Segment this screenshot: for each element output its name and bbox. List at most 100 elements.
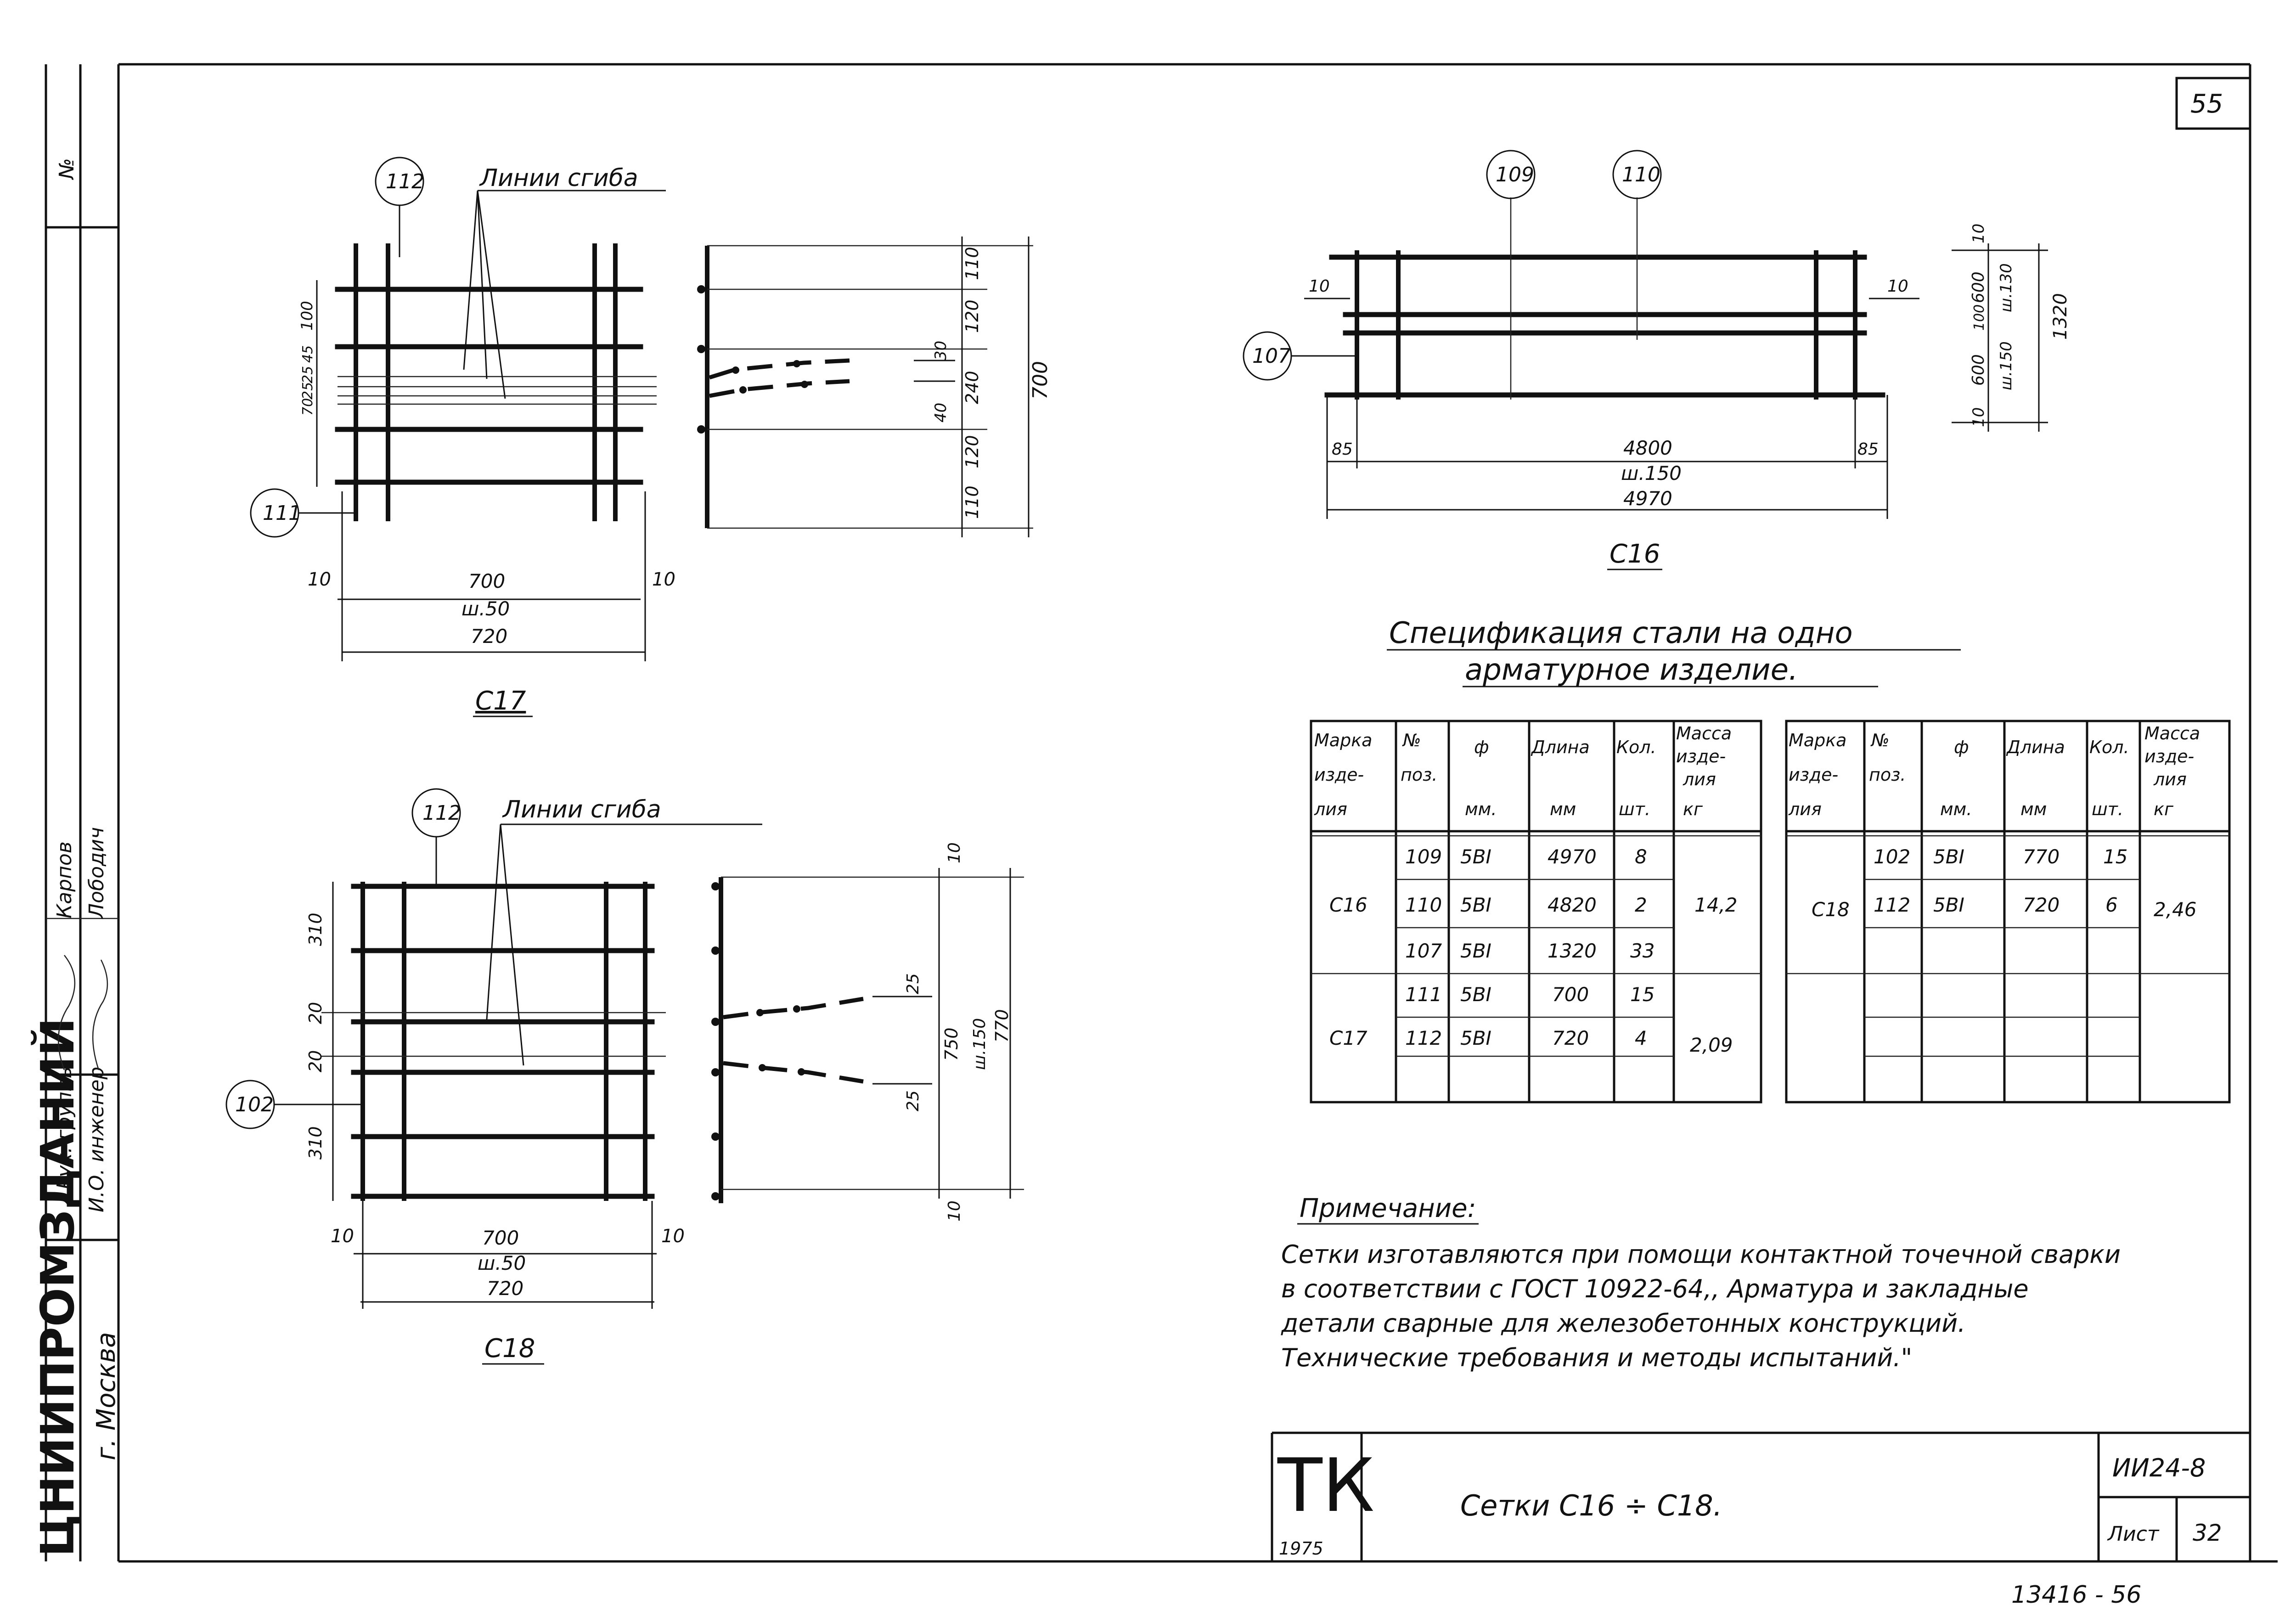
rh-qty-1: Кол. xyxy=(2089,737,2129,757)
spec-section: Спецификация стали на одно арматурное из… xyxy=(1310,616,2231,1104)
side-role-2: И.О. инженер xyxy=(85,1067,108,1212)
rh-pos-2: поз. xyxy=(1869,765,1906,785)
c17-dim-10a: 10 xyxy=(308,569,331,590)
lh-pos-1: № xyxy=(1402,730,1421,750)
rh-len-2: мм xyxy=(2020,799,2047,819)
c16-dim-r600a: 600 xyxy=(1969,271,1988,303)
lh-mass-1: Масса xyxy=(1676,723,1732,744)
l-row2-qty: 2 xyxy=(1635,894,1647,916)
lh-pos-2: поз. xyxy=(1401,765,1437,785)
l-row5-pos: 112 xyxy=(1405,1027,1442,1049)
r-row1-pos: 102 xyxy=(1874,845,1910,868)
r-row1-d: 5ВI xyxy=(1933,845,1964,868)
l-row1-d: 5ВI xyxy=(1460,845,1491,868)
c17-sec-120b: 120 xyxy=(962,435,982,468)
l-row1-pos: 109 xyxy=(1405,845,1442,868)
c17-dim-700: 700 xyxy=(468,570,505,592)
c17-pos-left: 111 xyxy=(263,501,301,525)
note-line-4: Технические требования и методы испытани… xyxy=(1281,1343,1912,1372)
c18-dim-700: 700 xyxy=(482,1227,519,1249)
title-block: ТК 1975 Сетки С16 ÷ С18. ИИ24-8 Лист 32 xyxy=(1271,1431,2250,1561)
tb-sheet-label: Лист xyxy=(2107,1522,2160,1546)
lh-len-2: мм xyxy=(1550,799,1576,819)
side-name-1: Карпов xyxy=(53,841,76,918)
l-row3-qty: 33 xyxy=(1630,940,1654,962)
c18-dim-310b: 310 xyxy=(305,1126,326,1160)
c17-dim-10b: 10 xyxy=(652,569,675,590)
rh-qty-2: шт. xyxy=(2092,799,2123,819)
c16-dim-10-mid: 10 xyxy=(1887,277,1908,296)
rh-mass-2: изде- xyxy=(2144,746,2194,766)
r-row2-mark: С18 xyxy=(1812,898,1850,921)
c16-dim-step: ш.150 xyxy=(1621,462,1682,484)
c16-dim-r-step130: ш.130 xyxy=(1997,263,2015,312)
c16-pos-109: 109 xyxy=(1496,163,1534,186)
c16-dim-4800: 4800 xyxy=(1623,437,1672,459)
l-row5-d: 5ВI xyxy=(1460,1027,1491,1049)
mesh-c16: 109 110 107 10 10 85 4800 ш.150 85 4970 … xyxy=(1243,150,2071,570)
l-mass-c16: 14,2 xyxy=(1694,894,1738,916)
l-row2-pos: 110 xyxy=(1405,894,1442,916)
rh-mark-2: изде- xyxy=(1789,765,1838,785)
side-city: г. Москва xyxy=(91,1332,121,1460)
c18-pos-top: 112 xyxy=(422,801,461,825)
c17-bend-label: Линии сгиба xyxy=(479,164,638,192)
note-line-1: Сетки изготавляются при помощи контактно… xyxy=(1281,1240,2121,1269)
c18-sec-770: 770 xyxy=(992,1009,1012,1042)
lh-len-1: Длина xyxy=(1531,737,1590,757)
rh-d-2: мм. xyxy=(1940,799,1972,819)
c18-dim-10a: 10 xyxy=(331,1226,354,1247)
l-mass-c17: 2,09 xyxy=(1690,1034,1733,1056)
c17-sec-120a: 120 xyxy=(962,299,982,333)
c16-dim-r10a: 10 xyxy=(1970,224,1988,243)
side-role-1: Рук. группы xyxy=(53,1063,76,1189)
rh-mass-3: лия xyxy=(2153,769,2187,789)
c17-dim-45: 45 xyxy=(300,345,316,363)
c16-pos-107: 107 xyxy=(1252,344,1291,368)
l-row3-d: 5ВI xyxy=(1460,940,1491,962)
side-name-2: Лободич xyxy=(85,827,108,919)
rh-d-1: ф xyxy=(1954,737,1969,757)
rh-len-1: Длина xyxy=(2006,737,2065,757)
lh-d-1: ф xyxy=(1474,737,1489,757)
l-row4-d: 5ВI xyxy=(1460,983,1491,1006)
tb-code: ИИ24-8 xyxy=(2112,1453,2206,1482)
l-row3-pos: 107 xyxy=(1405,940,1442,962)
l-row1-qty: 8 xyxy=(1635,845,1647,868)
c17-dim-720: 720 xyxy=(471,625,507,648)
l-row5-qty: 4 xyxy=(1635,1027,1647,1049)
l-row4-qty: 15 xyxy=(1630,983,1654,1006)
c17-sec-700: 700 xyxy=(1029,361,1052,400)
l-row4-pos: 111 xyxy=(1405,983,1442,1006)
c18-dim-20b: 20 xyxy=(305,1050,326,1072)
c18-title: С18 xyxy=(484,1334,535,1363)
mesh-c18: Линии сгиба 112 102 310 20 20 310 10 700… xyxy=(225,788,1024,1365)
c18-sec-25a: 25 xyxy=(904,973,923,994)
c17-sec-30: 30 xyxy=(932,341,950,361)
l-row2-d: 5ВI xyxy=(1460,894,1491,916)
c16-dim-r10b: 10 xyxy=(1970,407,1988,427)
side-no-label: № xyxy=(55,158,79,180)
rh-mass-4: кг xyxy=(2154,799,2174,819)
l-row5-len: 720 xyxy=(1552,1027,1589,1049)
c16-dim-r-step150: ш.150 xyxy=(1997,341,2015,390)
c17-sec-240: 240 xyxy=(962,371,982,404)
l-row3-len: 1320 xyxy=(1548,940,1597,962)
r-mass-c18: 2,46 xyxy=(2154,898,2197,921)
r-row2-d: 5ВI xyxy=(1933,894,1964,916)
side-signature-2 xyxy=(92,959,108,1070)
c17-pos-top: 112 xyxy=(386,170,424,193)
l-row5-mark: С17 xyxy=(1329,1027,1367,1049)
spec-table-right: Марка изде- лия № поз. ф мм. Длина мм Ко… xyxy=(1785,720,2231,1104)
lh-mark-2: изде- xyxy=(1314,765,1364,785)
c18-dim-720: 720 xyxy=(487,1277,523,1300)
c16-title: С16 xyxy=(1609,539,1660,569)
side-signature-1 xyxy=(57,955,76,1070)
note-line-3: детали сварные для железобетонных констр… xyxy=(1281,1309,1965,1338)
lh-d-2: мм. xyxy=(1465,799,1497,819)
tb-series: ТК xyxy=(1277,1442,1374,1528)
sheet-frame: 55 13416 - 56 xyxy=(117,63,2278,1609)
c18-dim-310a: 310 xyxy=(305,913,326,946)
c16-pos-110: 110 xyxy=(1622,163,1660,186)
r-row2-len: 720 xyxy=(2023,894,2060,916)
